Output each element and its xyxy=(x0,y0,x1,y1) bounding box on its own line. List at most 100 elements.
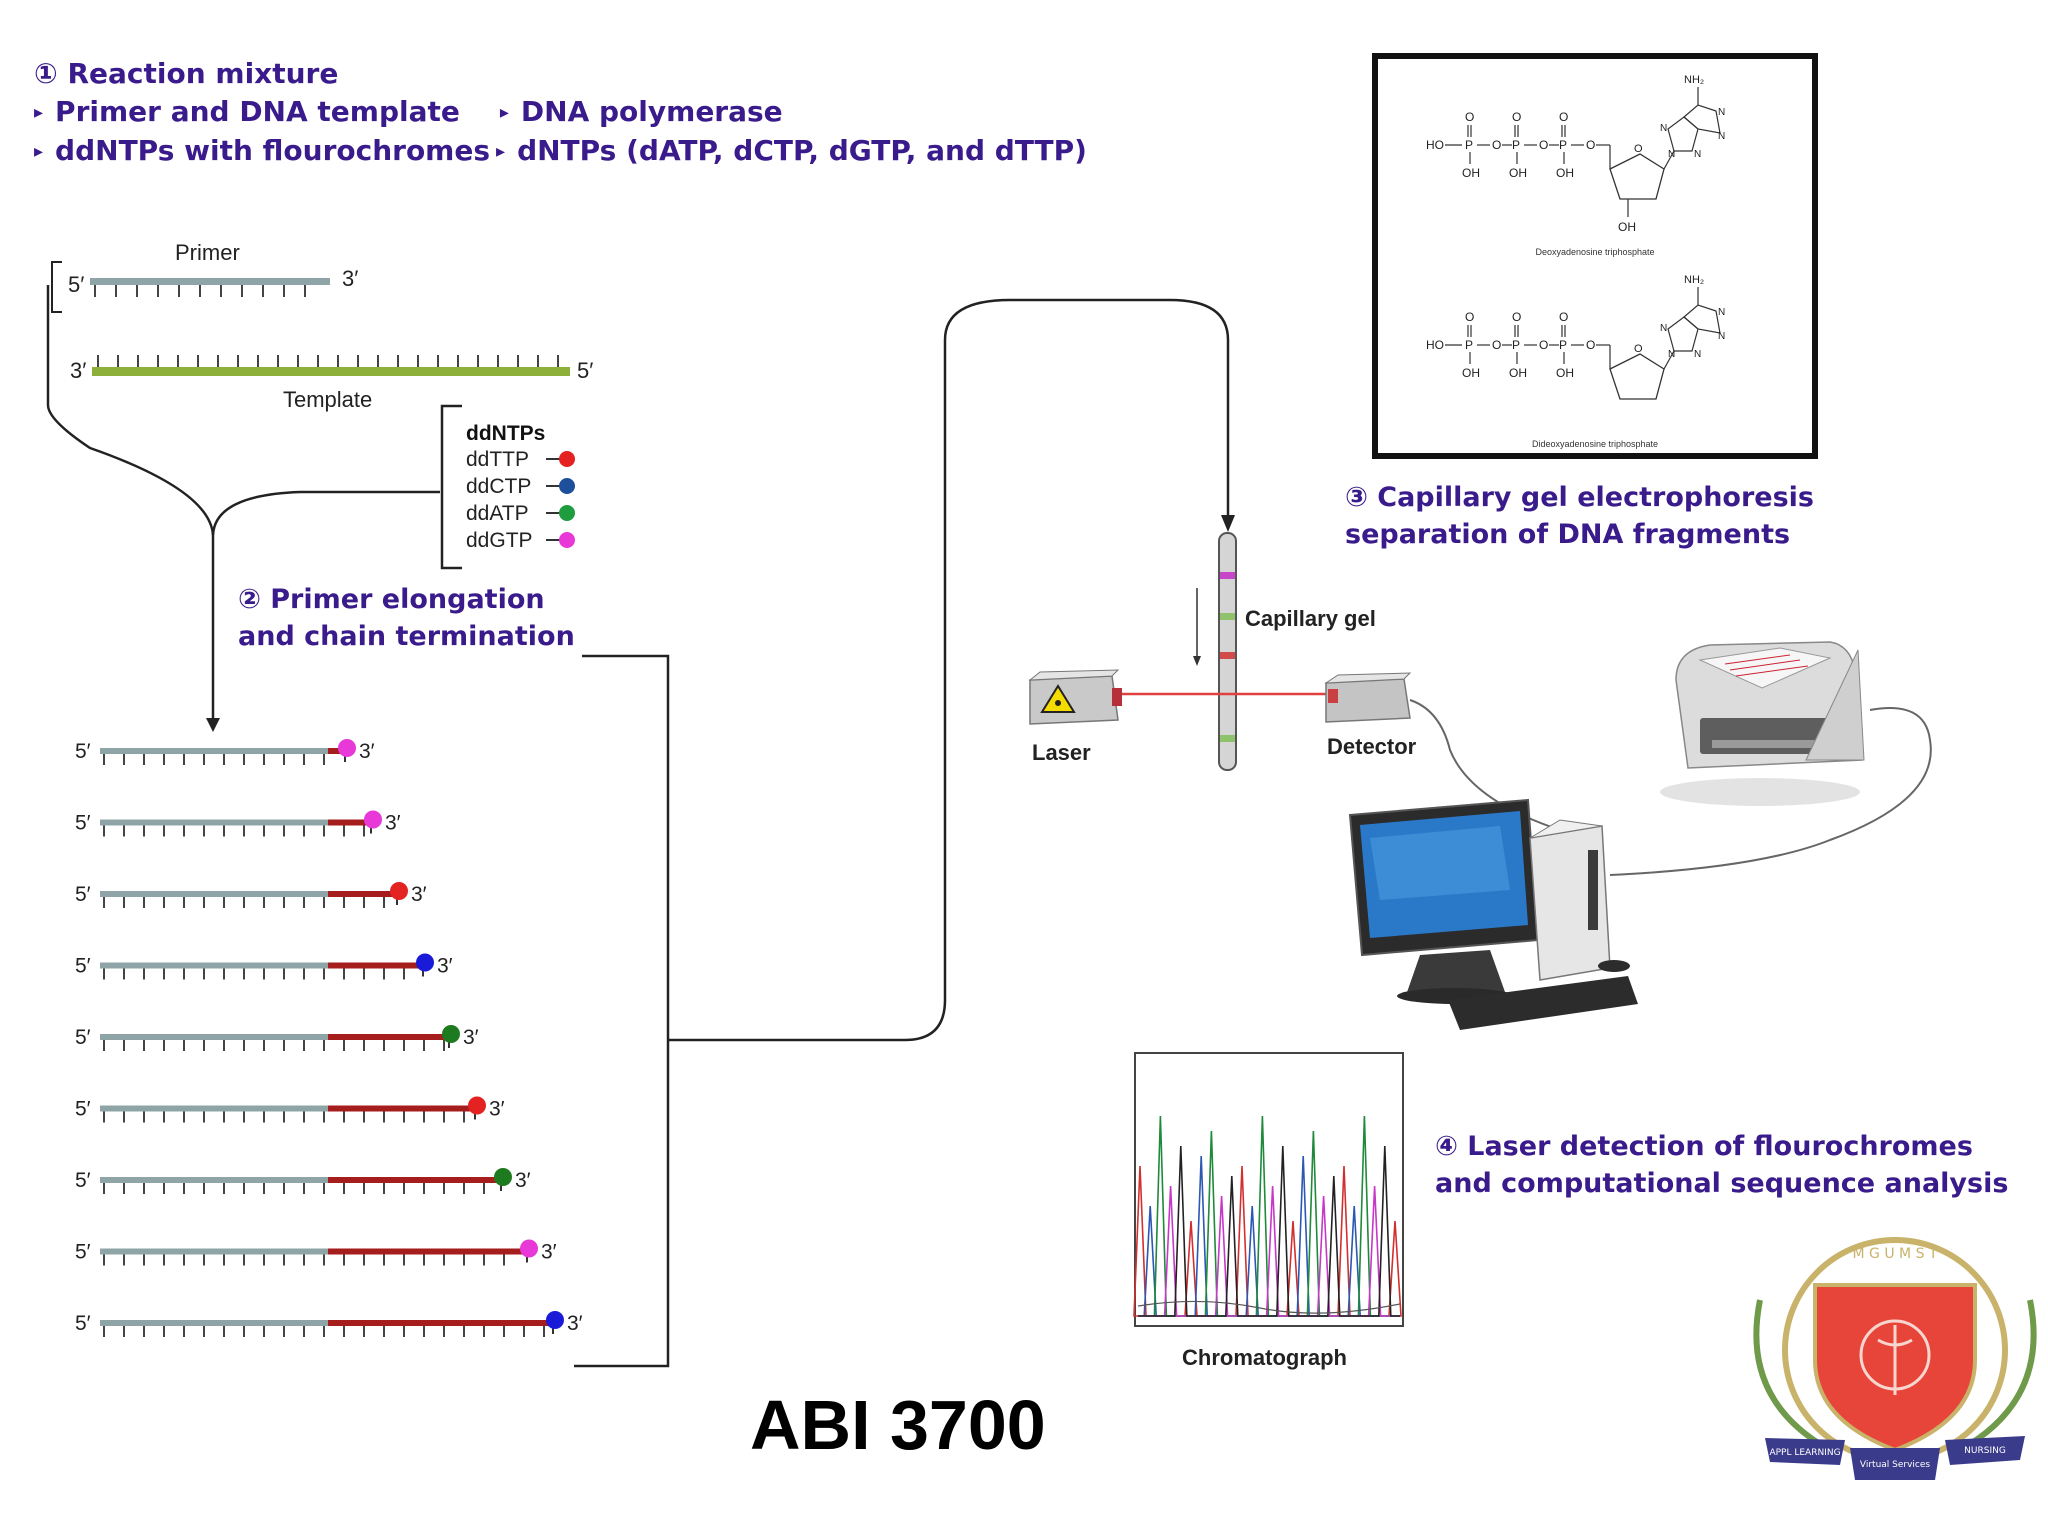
fragment-3-prime: 3′ xyxy=(515,1169,531,1192)
primer-segment xyxy=(100,748,328,754)
band-green xyxy=(1220,735,1235,742)
atom-label: O xyxy=(1634,143,1643,155)
arrow-down-icon xyxy=(1221,515,1235,532)
chromatograph-traces xyxy=(1133,1115,1402,1317)
purine-ring xyxy=(1667,116,1699,152)
primer-5-prime: 5′ xyxy=(68,272,84,297)
banner-right-text: NURSING xyxy=(1964,1446,2006,1456)
reaction-row-2: ▸ddNTPs with flourochromes▸dNTPs (dATP, … xyxy=(34,132,1087,171)
printer xyxy=(1660,641,1865,806)
extension-segment xyxy=(328,1105,475,1112)
template-5-prime: 5′ xyxy=(577,358,593,383)
laser-aperture xyxy=(1112,688,1122,706)
extension-segment xyxy=(328,962,423,969)
atom-label: P xyxy=(1512,138,1520,152)
mixture-bracket xyxy=(51,261,62,313)
primer-segment xyxy=(100,1177,328,1183)
bullet-triangle-icon: ▸ xyxy=(34,141,44,162)
atom-label: P xyxy=(1512,338,1520,352)
ddntp-dot xyxy=(559,478,575,494)
primer-3-prime: 3′ xyxy=(342,266,358,291)
atom-label: O xyxy=(1559,110,1568,124)
primer-label: Primer xyxy=(175,240,240,265)
atom-label: O xyxy=(1512,110,1521,124)
terminator-dot xyxy=(416,953,434,972)
atom-label: O xyxy=(1512,310,1521,324)
elongation-line-2: and chain termination xyxy=(238,621,575,652)
extension-segment xyxy=(328,1034,449,1040)
laser-device xyxy=(1028,669,1122,725)
chromatograph-trace xyxy=(1138,1145,1400,1317)
template-backbone xyxy=(92,367,570,376)
mixture-line xyxy=(46,285,215,536)
arrow-down-icon xyxy=(1193,656,1201,666)
atom-label: N xyxy=(1694,349,1701,360)
fragment-5-prime: 5′ xyxy=(75,883,91,906)
primer-segment xyxy=(100,819,328,826)
ddntp-dot xyxy=(559,451,575,467)
terminator-dot xyxy=(520,1239,538,1258)
university-emblem: M G U M S T APPL LEARNING Virtual Servic… xyxy=(1753,1237,2037,1480)
atom-label: OH xyxy=(1556,366,1574,380)
primer-segment xyxy=(100,962,328,969)
fragment-5-prime: 5′ xyxy=(75,1312,91,1335)
fragment-3-prime: 3′ xyxy=(541,1241,557,1264)
ddntp-label: ddCTP xyxy=(466,475,531,498)
primer-backbone xyxy=(90,278,330,285)
chromatograph-trace xyxy=(1138,1115,1400,1317)
extension-segment xyxy=(328,819,371,826)
detection-line-2: and computational sequence analysis xyxy=(1435,1168,2008,1199)
atom-label: OH xyxy=(1618,220,1636,234)
extension-segment xyxy=(328,1320,553,1326)
bond xyxy=(1663,350,1675,370)
fragment-5-prime: 5′ xyxy=(75,1169,91,1192)
primer-ticks xyxy=(94,285,306,297)
atom-label: HO xyxy=(1426,138,1444,152)
detector-label: Detector xyxy=(1327,734,1417,759)
atom-label: N xyxy=(1718,307,1725,318)
fragment-5-prime: 5′ xyxy=(75,955,91,978)
atom-label: O xyxy=(1586,338,1595,352)
fragment-3-prime: 3′ xyxy=(489,1098,505,1121)
fragment-row: 5′3′ xyxy=(75,953,453,980)
atom-label: O xyxy=(1634,343,1643,355)
computer xyxy=(1348,798,1638,1030)
fragment-3-prime: 3′ xyxy=(567,1312,583,1335)
printer-cable xyxy=(1609,707,1932,876)
ddntp-dot xyxy=(559,532,575,548)
template-label: Template xyxy=(283,387,372,412)
chromatograph-trace xyxy=(1138,1185,1400,1317)
ddntp-label: ddTTP xyxy=(466,448,529,471)
transfer-path xyxy=(668,298,1230,1042)
atom-label: P xyxy=(1559,138,1567,152)
chromatograph xyxy=(1133,1052,1404,1327)
laser-label: Laser xyxy=(1032,740,1091,765)
pyrimidine-ring xyxy=(1683,104,1721,134)
fragment-5-prime: 5′ xyxy=(75,1241,91,1264)
bullet-primer-template: Primer and DNA template xyxy=(55,95,460,128)
capillary-label: Capillary gel xyxy=(1245,606,1376,631)
extension-segment xyxy=(328,891,397,897)
mouse xyxy=(1598,960,1630,972)
sugar-ring xyxy=(1609,353,1665,400)
atom-label: OH xyxy=(1509,366,1527,380)
atom-label: O xyxy=(1465,310,1474,324)
elongation-line-1: ② Primer elongation xyxy=(238,584,545,615)
atom-label: N xyxy=(1718,131,1725,142)
ddntp-dot xyxy=(559,505,575,521)
ddntp-label: ddGTP xyxy=(466,529,533,552)
atom-label: OH xyxy=(1462,366,1480,380)
detection-line-1: ④ Laser detection of flourochromes xyxy=(1435,1131,1973,1162)
purine-ring xyxy=(1667,316,1699,352)
baseline xyxy=(1137,1300,1401,1314)
atom-label: P xyxy=(1559,338,1567,352)
terminator-dot xyxy=(468,1096,486,1115)
primer-segment xyxy=(100,1105,328,1112)
banner-mid xyxy=(1850,1448,1940,1480)
banner-mid-text: Virtual Services xyxy=(1860,1460,1931,1470)
fragment-5-prime: 5′ xyxy=(75,812,91,835)
chromatograph-label: Chromatograph xyxy=(1182,1345,1347,1370)
fragment-3-prime: 3′ xyxy=(463,1026,479,1049)
